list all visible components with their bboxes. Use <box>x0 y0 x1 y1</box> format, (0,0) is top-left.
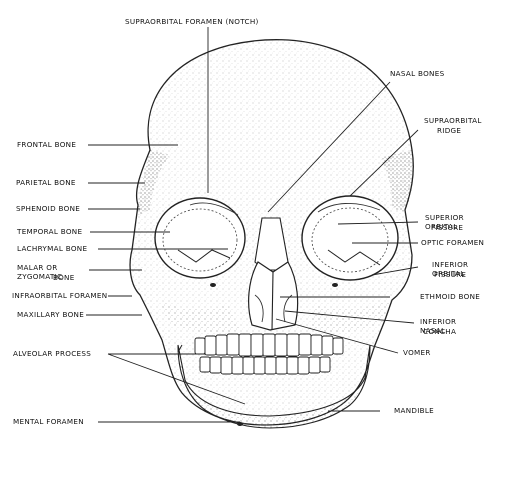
label-supraorbital-ridge-line2: RIDGE <box>437 126 462 135</box>
label-malar-line2: BONE <box>53 273 75 282</box>
label-optic-foramen: OPTIC FORAMEN <box>421 238 485 247</box>
label-supraorbital-ridge-line1: SUPRAORBITAL <box>424 116 482 125</box>
label-inferior-nasal-line2: CONCHA <box>423 327 457 336</box>
label-superior-orbital-line2: FISSURE <box>431 223 464 232</box>
label-mandible: MANDIBLE <box>394 406 435 415</box>
nasal-cavity <box>248 261 299 331</box>
leader-lines <box>86 27 419 423</box>
label-malar-line1: MALAR OR ZYGOMATIC <box>17 263 63 281</box>
mandible <box>177 344 371 429</box>
label-alveolar-process: ALVEOLAR PROCESS <box>13 349 92 358</box>
label-supraorbital-foramen: SUPRAORBITAL FORAMEN (NOTCH) <box>125 17 259 26</box>
label-inferior-orbital-line1: INFERIOR ORBITAL <box>432 260 469 278</box>
label-infraorbital-foramen: INFRAORBITAL FORAMEN <box>12 291 108 300</box>
label-inferior-nasal-line1: INFERIOR NASAL <box>420 317 457 335</box>
label-inferior-orbital-line2: FISSURE <box>434 270 467 279</box>
label-mental-foramen: MENTAL FORAMEN <box>13 417 84 426</box>
label-temporal-bone: TEMPORAL BONE <box>17 227 83 236</box>
left-orbit <box>154 197 246 279</box>
label-vomer: VOMER <box>403 348 431 357</box>
label-maxillary-bone: MAXILLARY BONE <box>17 310 85 319</box>
label-frontal-bone: FRONTAL BONE <box>17 140 77 149</box>
label-lachrymal-bone: LACHRYMAL BONE <box>17 244 88 253</box>
right-orbit <box>301 195 399 281</box>
label-ethmoid-bone: ETHMOID BONE <box>420 292 481 301</box>
teeth <box>194 333 344 375</box>
label-superior-orbital-line1: SUPERIOR ORBITAL <box>425 213 464 231</box>
label-nasal-bones: NASAL BONES <box>390 69 445 78</box>
label-sphenoid-bone: SPHENOID BONE <box>16 204 81 213</box>
label-parietal-bone: PARIETAL BONE <box>16 178 76 187</box>
